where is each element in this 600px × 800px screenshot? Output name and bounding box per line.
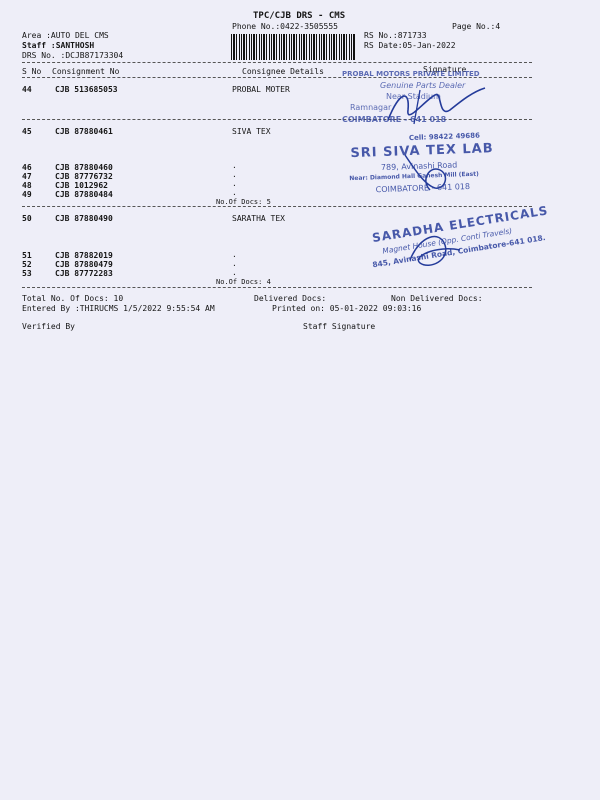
table-row-consignment: CJB 87880479 bbox=[55, 260, 113, 269]
handwritten-signature bbox=[409, 235, 461, 266]
col-consignment: Consignment No bbox=[52, 67, 120, 76]
table-row-sno: 49 bbox=[22, 190, 32, 199]
staff-signature-label: Staff Signature bbox=[303, 322, 376, 331]
table-row-consignee: SIVA TEX bbox=[232, 127, 271, 136]
stamp-text: COIMBATORE - 641 018 bbox=[342, 115, 447, 124]
table-row-consignment: CJB 1012962 bbox=[55, 181, 108, 190]
stamp-text: Ramnagar bbox=[350, 103, 392, 112]
drs-number: DRS No. :DCJB87173304 bbox=[22, 51, 124, 60]
table-row-consignee: . bbox=[232, 250, 237, 259]
table-row-consignee: . bbox=[232, 268, 237, 277]
row-rule bbox=[22, 206, 532, 207]
printed-on: Printed on: 05-01-2022 09:03:16 bbox=[272, 304, 422, 313]
total-docs: Total No. Of Docs: 10 bbox=[22, 294, 124, 303]
handwritten-signature bbox=[387, 87, 486, 125]
table-row-consignment: CJB 87880484 bbox=[55, 190, 113, 199]
table-row-consignee: . bbox=[232, 188, 237, 197]
table-row-sno: 50 bbox=[22, 214, 32, 223]
table-row-consignee: . bbox=[232, 170, 237, 179]
entered-by: Entered By :THIRUCMS 1/5/2022 9:55:54 AM bbox=[22, 304, 215, 313]
table-row-consignee: . bbox=[232, 259, 237, 268]
stamp-text: Near Stadium bbox=[386, 92, 441, 101]
col-consignee: Consignee Details bbox=[242, 67, 324, 76]
table-row-consignment: CJB 513685053 bbox=[55, 85, 118, 94]
table-row-sno: 45 bbox=[22, 127, 32, 136]
document-title: TPC/CJB DRS - CMS bbox=[253, 11, 346, 21]
table-row-sno: 52 bbox=[22, 260, 32, 269]
header-rule bbox=[22, 62, 532, 63]
area-label: Area :AUTO DEL CMS bbox=[22, 31, 109, 40]
table-row-consignee: PROBAL MOTER bbox=[232, 85, 290, 94]
stamp-text: Cell: 98422 49686 bbox=[408, 131, 481, 143]
table-row-consignment: CJB 87776732 bbox=[55, 172, 113, 181]
group-doc-count: No.Of Docs: 5 bbox=[216, 198, 271, 206]
row-rule bbox=[22, 119, 532, 120]
phone-number: Phone No.:0422-3505555 bbox=[232, 22, 338, 31]
verified-by: Verified By bbox=[22, 322, 75, 331]
rs-number: RS No.:871733 bbox=[364, 31, 427, 40]
table-row-sno: 44 bbox=[22, 85, 32, 94]
table-row-consignment: CJB 87882019 bbox=[55, 251, 113, 260]
table-row-consignee: . bbox=[232, 161, 237, 170]
probal-motors-stamp: PROBAL MOTORS PRIVATE LIMITED Genuine Pa… bbox=[340, 68, 530, 130]
table-row-consignee: . bbox=[232, 179, 237, 188]
page-number: Page No.:4 bbox=[452, 22, 501, 31]
table-row-consignment: CJB 87880460 bbox=[55, 163, 113, 172]
table-row-consignment: CJB 87772283 bbox=[55, 269, 113, 278]
stamp-text: PROBAL MOTORS PRIVATE LIMITED bbox=[342, 70, 480, 78]
non-delivered-docs: Non Delivered Docs: bbox=[391, 294, 483, 303]
table-row-consignee: SARATHA TEX bbox=[232, 214, 285, 223]
table-row-consignment: CJB 87880490 bbox=[55, 214, 113, 223]
footer-rule bbox=[22, 287, 532, 288]
col-signature: Signature bbox=[423, 65, 467, 74]
barcode bbox=[231, 34, 355, 60]
table-row-sno: 53 bbox=[22, 269, 32, 278]
group-doc-count: No.Of Docs: 4 bbox=[216, 278, 271, 286]
table-row-sno: 46 bbox=[22, 163, 32, 172]
table-row-sno: 48 bbox=[22, 181, 32, 190]
col-sno: S No bbox=[22, 67, 42, 76]
staff-label: Staff :SANTHOSH bbox=[22, 41, 95, 50]
table-row-consignment: CJB 87880461 bbox=[55, 127, 113, 136]
stamp-text: Genuine Parts Dealer bbox=[380, 81, 466, 90]
rs-date: RS Date:05-Jan-2022 bbox=[364, 41, 456, 50]
handwritten-signature bbox=[404, 154, 447, 191]
column-rule bbox=[22, 77, 532, 78]
table-row-sno: 51 bbox=[22, 251, 32, 260]
delivered-docs: Delivered Docs: bbox=[254, 294, 327, 303]
table-row-sno: 47 bbox=[22, 172, 32, 181]
